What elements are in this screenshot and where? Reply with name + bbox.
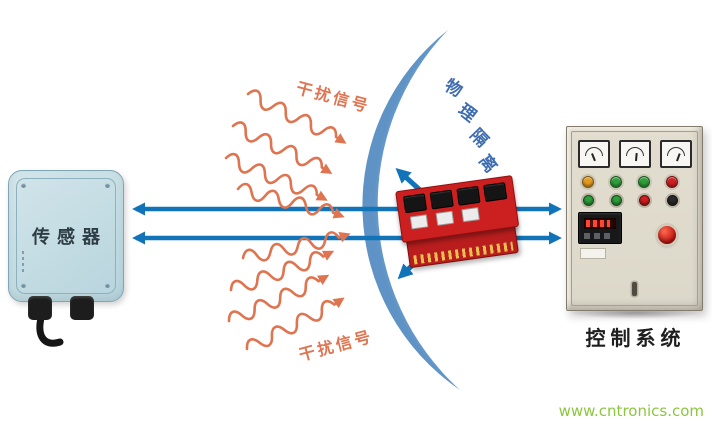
isolation-module bbox=[395, 175, 521, 269]
deflected-arrow-top bbox=[395, 167, 423, 193]
component bbox=[461, 207, 480, 223]
interference-wave bbox=[231, 121, 333, 175]
digital-controller bbox=[578, 212, 622, 244]
sensor-enclosure: 传感器 bbox=[8, 170, 124, 302]
sensor-label: 传感器 bbox=[32, 227, 107, 248]
interference-waves-top bbox=[224, 89, 347, 219]
indicator-lamp-red bbox=[666, 176, 678, 188]
cable-gland bbox=[70, 296, 94, 320]
ic-chip bbox=[456, 185, 481, 206]
push-button-green bbox=[611, 195, 622, 206]
indicator-lamp-green bbox=[638, 176, 650, 188]
meter-needle bbox=[635, 152, 638, 162]
meter-dial bbox=[667, 147, 685, 156]
interference-waves-bottom bbox=[227, 231, 351, 351]
panel-meter bbox=[660, 140, 692, 168]
door-handle bbox=[632, 282, 637, 296]
screw bbox=[21, 183, 26, 188]
selector-switch bbox=[667, 195, 678, 206]
ic-chip bbox=[429, 189, 454, 210]
interference-wave bbox=[227, 274, 330, 323]
component bbox=[409, 214, 429, 230]
interference-wave bbox=[236, 182, 345, 219]
screw bbox=[105, 283, 110, 288]
emergency-stop-button bbox=[658, 226, 676, 244]
sensor-cable bbox=[36, 314, 64, 347]
interference-wave bbox=[224, 152, 328, 201]
cable-gland bbox=[28, 296, 52, 320]
panel-sticker bbox=[580, 248, 606, 259]
indicator-lamp-amber bbox=[582, 176, 594, 188]
push-button-red bbox=[639, 195, 650, 206]
control-system-label: 控制系统 bbox=[585, 326, 686, 350]
controller-display bbox=[584, 218, 616, 229]
interference-wave bbox=[246, 89, 347, 144]
controller-buttons bbox=[584, 233, 614, 239]
interference-wave bbox=[229, 250, 335, 292]
sensor-faceplate bbox=[16, 178, 116, 294]
meter-dial bbox=[585, 147, 603, 156]
interference-wave bbox=[245, 297, 345, 351]
interference-wave bbox=[241, 231, 351, 262]
display-digits bbox=[586, 220, 610, 227]
panel-meter bbox=[619, 140, 651, 168]
control-cabinet bbox=[566, 126, 703, 311]
isolation-shield bbox=[362, 30, 460, 390]
sensor-device: 传感器 bbox=[8, 170, 124, 322]
component bbox=[435, 210, 455, 226]
cabinet-door bbox=[571, 131, 698, 306]
sensor-side-marking bbox=[22, 251, 24, 275]
push-button-green bbox=[583, 195, 594, 206]
watermark: www.cntronics.com bbox=[558, 402, 704, 420]
panel-meter bbox=[578, 140, 610, 168]
screw bbox=[105, 183, 110, 188]
screw bbox=[21, 283, 26, 288]
ic-chip bbox=[483, 182, 508, 202]
ic-chip bbox=[402, 193, 428, 214]
indicator-lamp-green bbox=[610, 176, 622, 188]
